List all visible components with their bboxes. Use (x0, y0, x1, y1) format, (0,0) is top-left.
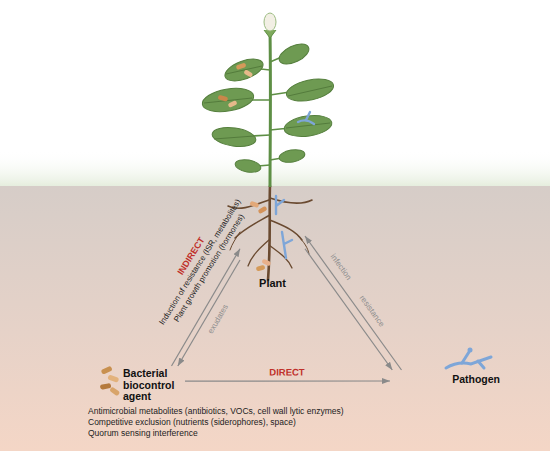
stem (269, 30, 272, 187)
agent-node: Bacterial biocontrol agent (95, 366, 185, 404)
bacterium (261, 258, 271, 266)
hypha (276, 196, 284, 214)
leaf (276, 40, 312, 68)
plant-shoot (200, 13, 335, 187)
interaction-arrow (185, 380, 390, 381)
bacterium (258, 206, 268, 214)
bacterium (256, 265, 266, 272)
plant-node: Plant (240, 215, 305, 290)
bacterium (100, 383, 112, 390)
bacterium (228, 100, 238, 108)
leaf (284, 75, 335, 105)
leaf (200, 85, 255, 116)
leaf (283, 113, 333, 139)
mechanism-note: Antimicrobial metabolites (antibiotics, … (88, 406, 344, 416)
mechanism-note: Competitive exclusion (nutrients (sidero… (88, 417, 296, 427)
spore (468, 348, 473, 353)
leaf (211, 125, 257, 149)
bacterium (236, 62, 247, 70)
bacterium (218, 95, 229, 102)
roots (228, 186, 312, 280)
leaf (234, 158, 262, 174)
pathogen-icon (446, 348, 491, 369)
arrow-label: DIRECT (270, 367, 305, 378)
root (269, 245, 292, 268)
node-label: Bacterial biocontrol agent (123, 368, 185, 403)
mechanism-note: Quorum sensing interference (88, 428, 198, 438)
flower-bud (264, 13, 276, 31)
leaf-veins (204, 66, 332, 139)
root (270, 220, 302, 240)
arrow-label: resistance (358, 294, 387, 329)
biocontrol-agent-icon (100, 366, 121, 397)
node-label: Plant (259, 277, 286, 290)
interaction-arrow (305, 249, 392, 370)
bacterium (109, 386, 120, 396)
node-label: Pathogen (390, 374, 500, 386)
bacterium (243, 69, 253, 77)
root (298, 236, 309, 254)
hypha (462, 352, 469, 363)
leaf (278, 148, 306, 164)
hypha (446, 357, 491, 368)
bacterium (249, 201, 259, 208)
horizon-band (0, 150, 550, 187)
soil (0, 186, 550, 451)
hypha (282, 232, 292, 258)
pathogen-node: Pathogen (390, 370, 505, 392)
bacterium (107, 374, 119, 382)
bacterium (101, 366, 113, 375)
arrow-label: exudates (206, 302, 230, 335)
hypha (478, 361, 484, 368)
hypha (298, 112, 314, 124)
pathogen-on-plant (276, 112, 314, 258)
interaction-arrow (305, 236, 402, 370)
arrow-label: infection (329, 252, 354, 281)
